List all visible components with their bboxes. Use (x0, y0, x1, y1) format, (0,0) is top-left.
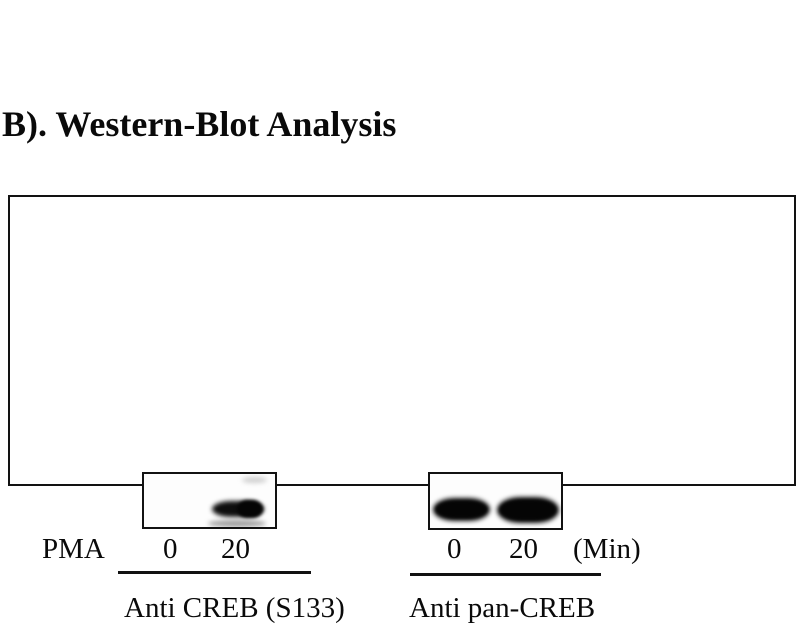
underline-phospho-panel (118, 571, 311, 574)
figure-frame: PMA 0 20 0 20 (Min) Anti CREB (S133) Ant… (8, 195, 796, 624)
underline-pan-panel (410, 573, 601, 576)
faint-smudge-top (242, 477, 267, 483)
timepoint-20-phospho: 20 (221, 533, 250, 565)
figure-title: B). Western-Blot Analysis (2, 104, 397, 144)
blot-box-pan-creb (428, 472, 563, 530)
minutes-unit-label: (Min) (573, 533, 641, 565)
band-pan-lane-0-core (436, 501, 487, 518)
antibody-label-pan-creb: Anti pan-CREB (409, 592, 596, 624)
antibody-label-phospho-creb: Anti CREB (S133) (124, 592, 345, 624)
band-pan-lane-20-core (500, 500, 556, 520)
blot-box-phospho-creb (142, 472, 277, 529)
pma-row-label: PMA (42, 533, 105, 565)
timepoint-0-pan: 0 (447, 533, 462, 565)
timepoint-0-phospho: 0 (163, 533, 178, 565)
band-phospho-lane-20-core (237, 500, 263, 518)
timepoint-20-pan: 20 (509, 533, 538, 565)
faint-smudge-bottom (208, 520, 266, 527)
